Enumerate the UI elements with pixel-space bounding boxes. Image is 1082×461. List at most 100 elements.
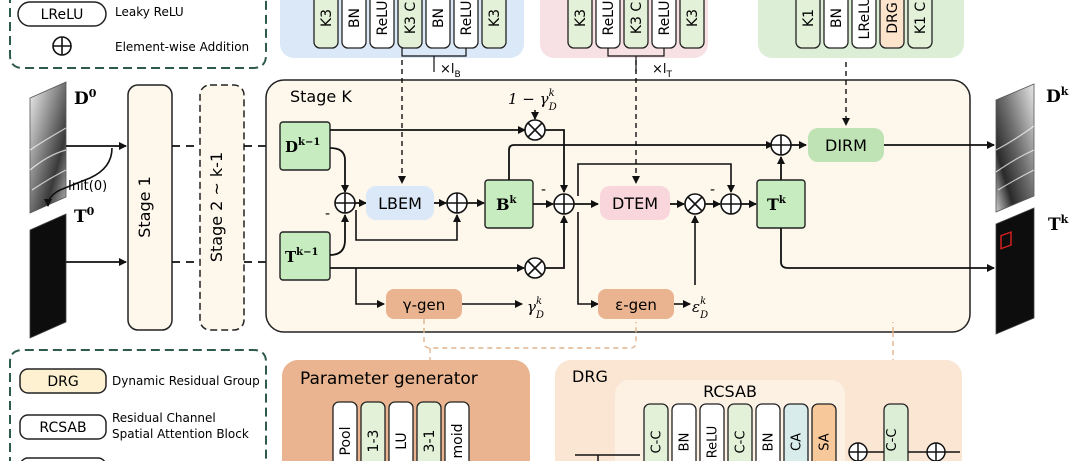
lbem-cells-cell [425, 0, 451, 49]
lbem-cells-cell-label: ReLU [459, 0, 475, 35]
dirm-label: DIRM [825, 136, 867, 155]
input-t0-image [29, 213, 67, 339]
minus-sign-2: - [541, 182, 546, 198]
drg-cells-cell [783, 403, 809, 461]
pg-cells-cell-label: LU [394, 432, 410, 449]
lbem-cells-cell-label: BN [347, 8, 363, 28]
add-node-2 [446, 192, 468, 214]
d0-label: D0 [74, 87, 97, 109]
output-dk-image [995, 83, 1035, 213]
d-prev-block [279, 121, 331, 171]
pg-cells-cell [360, 401, 386, 461]
add-node-5 [770, 134, 792, 156]
drg-cells-cell-label: BN [762, 433, 777, 452]
drg-add-node-1 [848, 442, 868, 461]
lbem-cells-cell [313, 0, 339, 49]
pg-cells-cell-label: moid [450, 424, 466, 459]
add-legend-desc: Element-wise Addition [115, 40, 249, 54]
tk-label: Tk [1048, 213, 1069, 235]
rcsab-legend-box [19, 414, 107, 440]
drg-legend-label: DRG [47, 374, 78, 390]
drg-cells-cell-label: CA [790, 433, 805, 451]
lrelu-legend-box [17, 1, 107, 27]
lrelu-legend-label: LReLU [41, 7, 84, 23]
pg-cells-cell [332, 401, 358, 461]
drg-tail-label: C-C [885, 429, 900, 452]
param-gen-cells: Pool 1-3 LU 3-1 moid [332, 401, 470, 461]
stage-1-block [127, 84, 173, 331]
lbem-repeat-label: ×lB [440, 62, 461, 80]
lbem-block [366, 186, 434, 220]
lbem-cells-cell-label: K3 [319, 9, 335, 27]
drg-title: DRG [572, 367, 608, 386]
drg-cells-cell [643, 403, 669, 461]
dtem-cells-cell-label: ReLU [657, 0, 673, 35]
add-node-4 [720, 193, 742, 215]
init-arrow [44, 147, 113, 207]
t-prev-label: Tk−1 [285, 247, 318, 266]
dtem-cells-cell [679, 0, 705, 49]
dirm-cells-cell-label: DRG [885, 2, 901, 33]
multiply-node-bottom [524, 257, 546, 279]
lbem-cells-cell [397, 0, 423, 49]
stage-k-label: Stage K [290, 87, 352, 106]
lbem-cells-cell-label: ReLU [375, 0, 391, 35]
drg-cells-cell-label: C-C [734, 431, 749, 454]
lrelu-legend-desc: Leaky ReLU [115, 5, 184, 19]
dk-label: Dk [1046, 85, 1069, 107]
multiply-node-mid [684, 193, 706, 215]
stage-2-k-1-block [199, 84, 245, 331]
dtem-block [600, 186, 670, 220]
drg-add-node-2 [926, 442, 946, 461]
t0-label: T0 [74, 205, 95, 227]
dtem-repeat-label: ×lT [652, 62, 673, 80]
dirm-cells: K1 BN LReLU DRG K1 C [795, 0, 933, 49]
drg-cells-cell [671, 403, 697, 461]
pg-cells-cell-label: 3-1 [422, 430, 438, 453]
stage-1-label: Stage 1 [135, 176, 154, 238]
rcsab-legend-label: RCSAB [39, 420, 86, 436]
dirm-block [808, 128, 884, 162]
drg-cells-cell-label: SA [818, 433, 833, 450]
t-k-label: Tk [767, 195, 787, 214]
dirm-cells-cell-label: LReLU [857, 0, 873, 39]
drg-cells-cell [699, 403, 725, 461]
pg-cells-cell-label: Pool [338, 427, 354, 456]
dirm-cells-cell [879, 0, 905, 49]
dirm-cells-cell [907, 0, 933, 49]
dtem-cells-cell-label: K3 C [629, 2, 645, 35]
dirm-detail-panel: K1 BN LReLU DRG K1 C [758, 0, 964, 58]
dirm-cells-cell [795, 0, 821, 49]
parameter-generator-panel: Parameter generator Pool 1-3 LU 3-1 moid [282, 360, 530, 461]
d-prev-label: Dk−1 [285, 137, 320, 156]
rcsab-title: RCSAB [703, 382, 757, 401]
dirm-cells-cell-label: K1 C [913, 2, 929, 35]
dtem-cells-cell-label: K3 [685, 9, 701, 27]
minus-sign-1: - [325, 206, 330, 222]
minus-sign-3: - [710, 182, 715, 198]
drg-legend-desc: Dynamic Residual Group [112, 374, 260, 388]
multiply-node-top [524, 119, 546, 141]
dtem-cells-cell-label: ReLU [601, 0, 617, 35]
lbem-label: LBEM [378, 194, 422, 213]
lbem-cells-cell-label: K3 [487, 9, 503, 27]
dirm-cells-cell-label: K1 [801, 9, 817, 27]
init-label: Init(0) [68, 179, 107, 194]
add-node-3 [553, 193, 575, 215]
legend-top: LReLU Leaky ReLU Element-wise Addition [9, 0, 267, 69]
add-legend-icon [52, 36, 72, 56]
pg-cells-cell-label: 1-3 [366, 430, 382, 453]
rcsab-legend-desc-2: Spatial Attention Block [112, 427, 249, 441]
dirm-cells-cell-label: BN [829, 8, 845, 28]
param-gen-title: Parameter generator [300, 369, 478, 389]
add-node-1 [334, 192, 356, 214]
lbem-cells-cell [481, 0, 507, 49]
